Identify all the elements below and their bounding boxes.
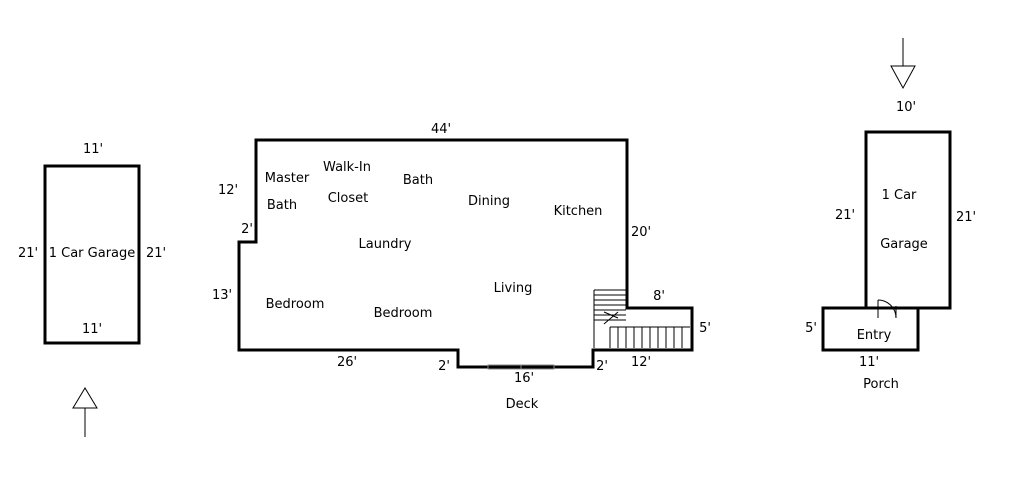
room-kitchen: Kitchen bbox=[554, 204, 603, 219]
detached-garage-dim-top: 11' bbox=[83, 142, 103, 157]
arrow-down-icon bbox=[890, 38, 916, 90]
main-dim-right: 20' bbox=[631, 225, 651, 240]
main-house: 44' 12' 2' 13' 20' 8' 5' 26' 2' 16' 2' 1… bbox=[212, 122, 711, 412]
entry-dim-bottom: 11' bbox=[859, 355, 879, 370]
entry-label: Entry bbox=[857, 328, 892, 343]
detached-garage: 11' 1 Car Garage 21' 21' 11' bbox=[18, 142, 166, 345]
room-bath: Bath bbox=[403, 173, 433, 188]
room-dining: Dining bbox=[468, 194, 510, 209]
room-bedroom-1: Bedroom bbox=[266, 297, 325, 312]
detached-garage-dim-left: 21' bbox=[18, 246, 38, 261]
attached-garage: 10' 1 Car Garage 21' 21' 5' Entry 11' Po… bbox=[805, 100, 976, 392]
main-dim-step-bottom: 12' bbox=[631, 355, 651, 370]
detached-garage-dim-right: 21' bbox=[146, 246, 166, 261]
sliding-door bbox=[487, 364, 555, 370]
main-dim-left-upper: 12' bbox=[218, 183, 238, 198]
main-dim-deck: 16' bbox=[514, 371, 534, 386]
detached-garage-label: 1 Car Garage bbox=[49, 246, 136, 261]
porch-label: Porch bbox=[863, 377, 899, 392]
attached-garage-label-line1: 1 Car bbox=[882, 188, 917, 203]
main-dim-step-top: 8' bbox=[653, 289, 665, 304]
detached-garage-dim-bottom: 11' bbox=[82, 322, 102, 337]
stairs-upper bbox=[593, 289, 626, 348]
attached-garage-dim-left: 21' bbox=[835, 208, 855, 223]
stairs-lower bbox=[609, 326, 690, 348]
attached-garage-dim-right: 21' bbox=[956, 210, 976, 225]
attached-garage-dim-top: 10' bbox=[896, 100, 916, 115]
room-laundry: Laundry bbox=[359, 237, 412, 252]
main-dim-deck-left: 2' bbox=[438, 359, 450, 374]
main-dim-step-side: 5' bbox=[699, 321, 711, 336]
room-walkin-line1: Walk-In bbox=[323, 160, 371, 175]
room-bedroom-2: Bedroom bbox=[374, 306, 433, 321]
arrow-up-icon bbox=[72, 387, 98, 437]
main-dim-deck-right: 2' bbox=[596, 359, 608, 374]
entry-outline bbox=[821, 306, 920, 352]
attached-garage-outline bbox=[864, 130, 952, 310]
main-dim-top: 44' bbox=[431, 122, 451, 137]
entry-door bbox=[877, 299, 897, 319]
main-house-outline bbox=[237, 138, 694, 369]
room-master-line1: Master bbox=[265, 171, 310, 186]
deck-label: Deck bbox=[506, 397, 539, 412]
main-dim-left-lower: 13' bbox=[212, 288, 232, 303]
room-master-line2: Bath bbox=[267, 198, 297, 213]
main-dim-jog: 2' bbox=[241, 222, 253, 237]
room-walkin-line2: Closet bbox=[328, 191, 369, 206]
attached-garage-label-line2: Garage bbox=[880, 237, 928, 252]
main-dim-bottom-left: 26' bbox=[337, 355, 357, 370]
room-living: Living bbox=[494, 281, 533, 296]
detached-garage-outline bbox=[43, 164, 141, 345]
entry-dim-side: 5' bbox=[805, 321, 817, 336]
